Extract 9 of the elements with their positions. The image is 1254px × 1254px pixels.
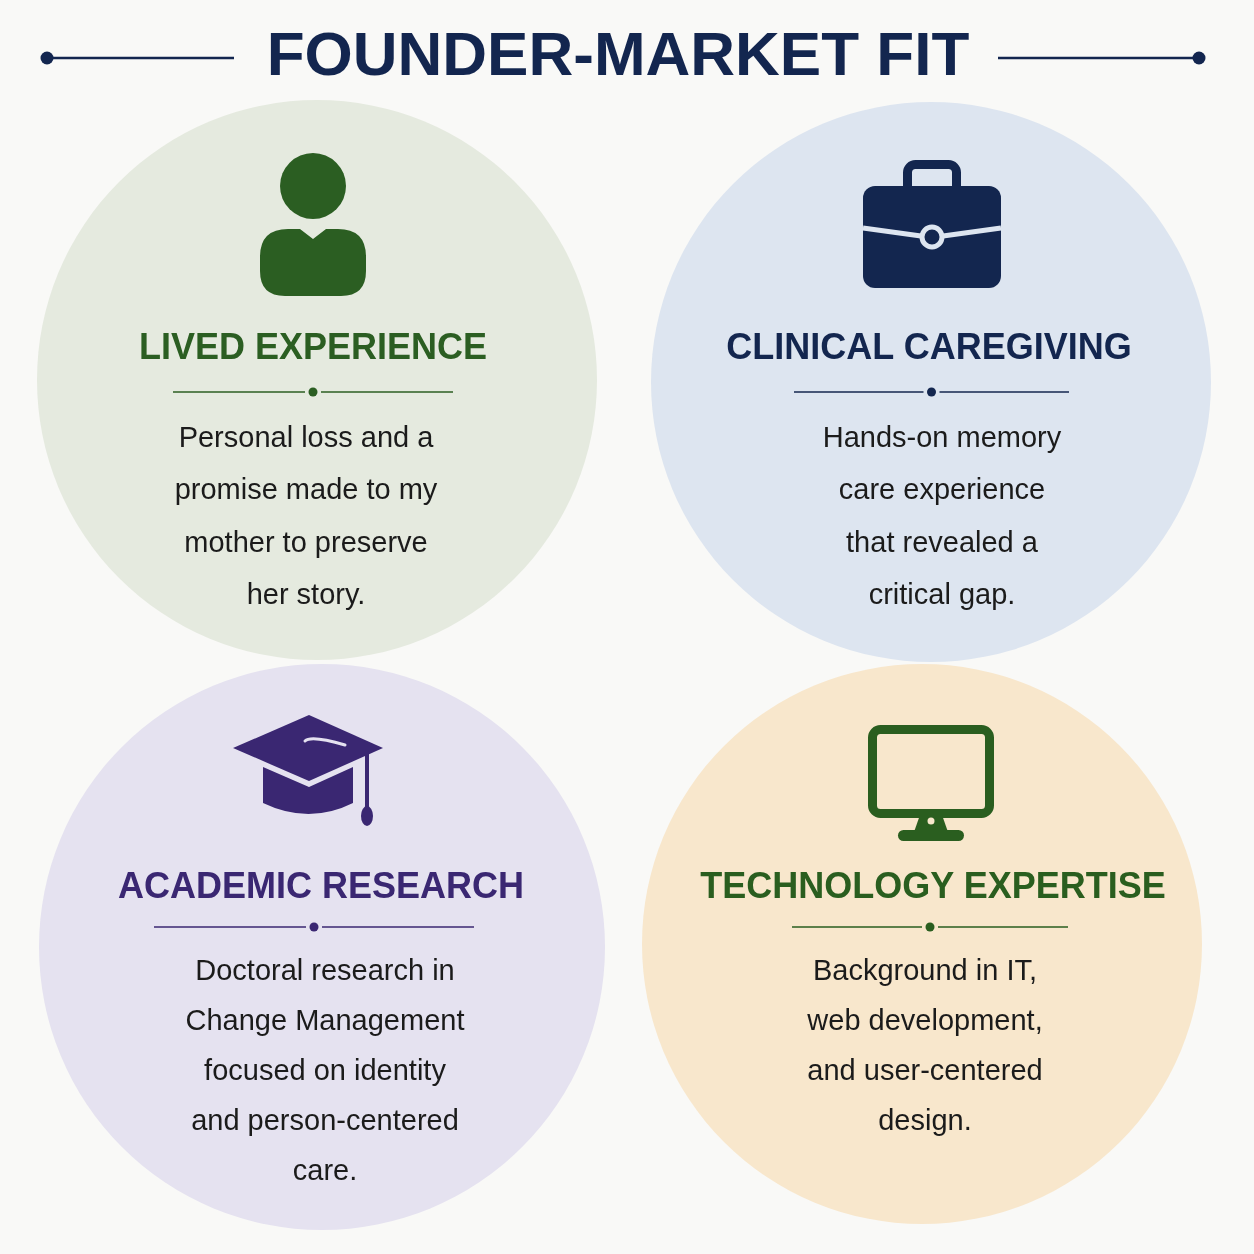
description-text: Personal loss and a promise made to my mother to preserve her story. [173,419,439,613]
description-text: Hands-on memory care experience that revealed a critical gap. [821,419,1063,613]
section-heading: LIVED EXPERIENCE [138,326,488,368]
section-heading: ACADEMIC RESEARCH [118,865,524,907]
page-title: FOUNDER-MARKET FIT [266,19,970,89]
description-text: Doctoral research in Change Management focused on identity and person-centered care. [184,953,466,1188]
section-heading: TECHNOLOGY EXPERTISE [700,865,1166,907]
description-text: Background in IT, web development, and user-centered design. [806,953,1044,1138]
section-heading: CLINICAL CAREGIVING [726,326,1132,368]
